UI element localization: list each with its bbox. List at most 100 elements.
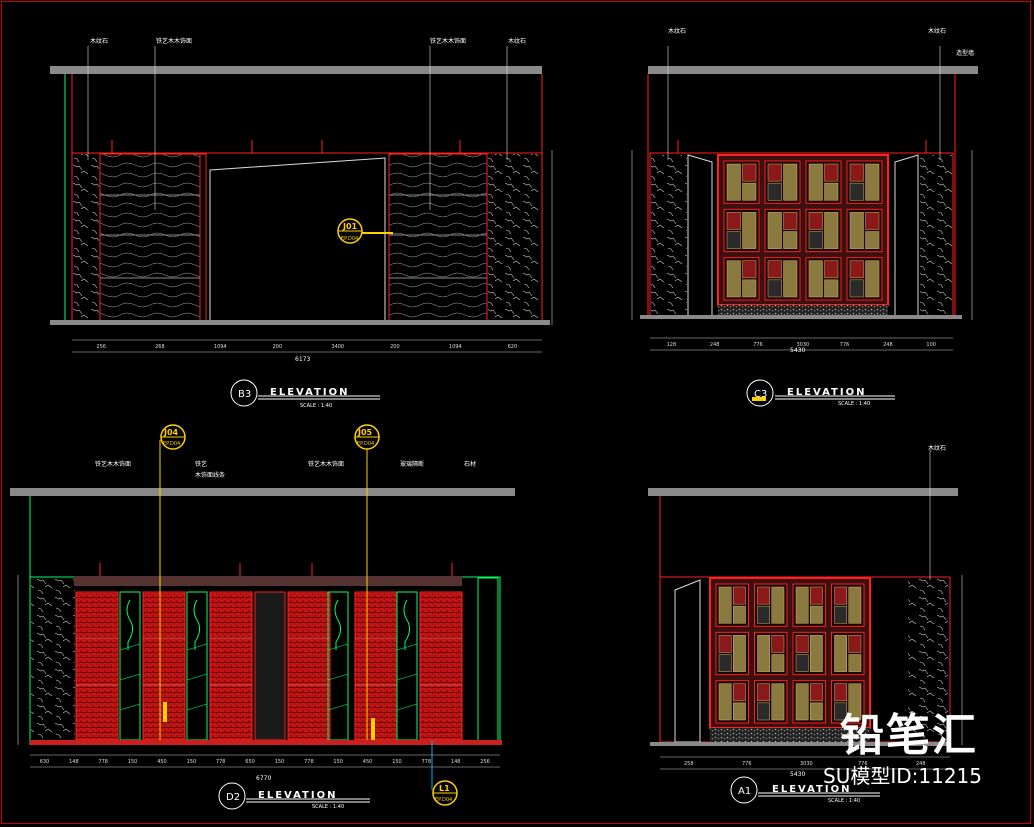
callout-tag: J01 xyxy=(342,222,358,231)
shelf-panel xyxy=(834,702,847,721)
shelf-panel xyxy=(733,586,746,605)
dimension-label: 3400 xyxy=(331,344,344,350)
annotation: 造型墙 xyxy=(956,49,974,57)
shelf-panel xyxy=(808,163,823,201)
shelf-panel xyxy=(757,605,770,624)
shelf-panel xyxy=(810,683,823,702)
sculpture-niche xyxy=(186,591,208,741)
shelf-panel xyxy=(718,635,732,653)
shelf-panel xyxy=(757,702,770,721)
shelf-panel xyxy=(848,683,862,721)
title-c3 xyxy=(746,379,895,407)
shelf-panel xyxy=(808,212,823,230)
glass-shelf xyxy=(119,643,141,651)
dimension-label: 150 xyxy=(187,759,197,765)
callout-sub: EP.D04 xyxy=(163,441,180,447)
dimension-label: 148 xyxy=(69,759,79,765)
shelf-panel xyxy=(824,182,839,201)
wood-panel-right xyxy=(388,153,488,323)
annotation: 木纹石 xyxy=(928,27,946,35)
dimension-label: 268 xyxy=(155,344,165,350)
shelf-panel xyxy=(808,231,823,249)
sculpture xyxy=(193,599,201,650)
elevation-title: ELEVATION xyxy=(270,387,349,398)
dimension-label: 450 xyxy=(157,759,167,765)
shelf-panel xyxy=(767,163,782,182)
elevation-scale: SCALE : 1:40 xyxy=(312,804,344,810)
dimension-label: 776 xyxy=(840,342,850,348)
wood-panel-left xyxy=(99,153,201,323)
dimension-label: 256 xyxy=(480,759,490,765)
annotation: 铁艺木木饰面 xyxy=(95,460,131,468)
dimension-label: 778 xyxy=(98,759,108,765)
shelf-panel xyxy=(865,231,880,249)
shelf-panel xyxy=(783,212,798,230)
shelf-panel xyxy=(849,163,864,182)
elevation-d2 xyxy=(10,424,515,810)
shelf-panel xyxy=(795,635,809,653)
sculpture xyxy=(403,599,411,650)
shelf-tiles xyxy=(723,160,883,301)
glass-shelf xyxy=(327,643,349,651)
shelf-panel xyxy=(726,163,741,201)
shelf-panel xyxy=(783,163,798,201)
shelf-panel xyxy=(849,260,864,279)
shelf-panel xyxy=(767,182,782,201)
shelf-panel xyxy=(824,260,839,279)
shelf-panel xyxy=(865,260,880,298)
elevation-a1 xyxy=(648,450,963,804)
sculpture-niche xyxy=(327,591,349,741)
elevation-marker: D2 xyxy=(226,792,240,803)
center-column xyxy=(254,591,286,741)
door-handle xyxy=(163,702,167,722)
glass-shelf xyxy=(396,703,418,711)
elevation-scale: SCALE : 1:40 xyxy=(838,401,870,407)
brick-panel xyxy=(419,591,463,741)
dimension-label: 150 xyxy=(392,759,402,765)
callout-l1[interactable] xyxy=(432,780,458,806)
door-handle xyxy=(371,718,375,740)
shelf-panel xyxy=(742,182,757,201)
dimension-label: 776 xyxy=(742,761,752,767)
brick-panel xyxy=(75,591,119,741)
shelf-panel xyxy=(726,212,741,230)
shelf-panel xyxy=(771,586,785,624)
glass-shelf xyxy=(327,673,349,681)
callout-j05[interactable] xyxy=(354,424,380,450)
sculpture xyxy=(126,599,134,650)
shelf-panel xyxy=(718,654,732,672)
shelf-panel xyxy=(795,586,809,624)
callout-j04[interactable] xyxy=(160,424,186,450)
callout-sub: EP.D04 xyxy=(435,797,452,803)
annotation: 铁艺 xyxy=(195,460,207,468)
annotation: 铁艺木木饰面 xyxy=(430,37,466,45)
shelf-panel xyxy=(767,212,782,249)
annotation: 木纹石 xyxy=(928,444,946,452)
watermark-logo: 铅笔汇 xyxy=(840,710,978,761)
title-a1 xyxy=(730,776,880,804)
callout-sub: EP.D04 xyxy=(357,441,374,447)
annotation: 玻璃隔断 xyxy=(400,460,424,468)
dimension-total: 5430 xyxy=(790,771,805,778)
shelf-panel xyxy=(810,605,823,624)
title-d2 xyxy=(218,782,370,810)
shelf-panel xyxy=(767,279,782,298)
dimension-label: 3030 xyxy=(797,342,810,348)
shelf-panel xyxy=(824,163,839,182)
shelf-panel xyxy=(733,605,746,624)
callout-j01[interactable] xyxy=(337,218,393,244)
shelf-panel xyxy=(849,212,864,249)
marble-panel-right xyxy=(488,154,540,322)
elevation-marker: C3 xyxy=(754,389,767,400)
marble-panel-left xyxy=(73,154,99,322)
glass-shelf xyxy=(119,703,141,711)
elevation-title: ELEVATION xyxy=(258,790,337,801)
watermark-id: SU模型ID:11215 xyxy=(823,764,982,788)
elevation-scale: SCALE : 1:40 xyxy=(828,798,860,804)
dimension-label: 248 xyxy=(883,342,893,348)
brick-panel xyxy=(354,591,398,741)
shelf-panel xyxy=(810,586,823,605)
dimension-total: 6770 xyxy=(256,775,271,782)
shelf-panel xyxy=(865,212,880,230)
